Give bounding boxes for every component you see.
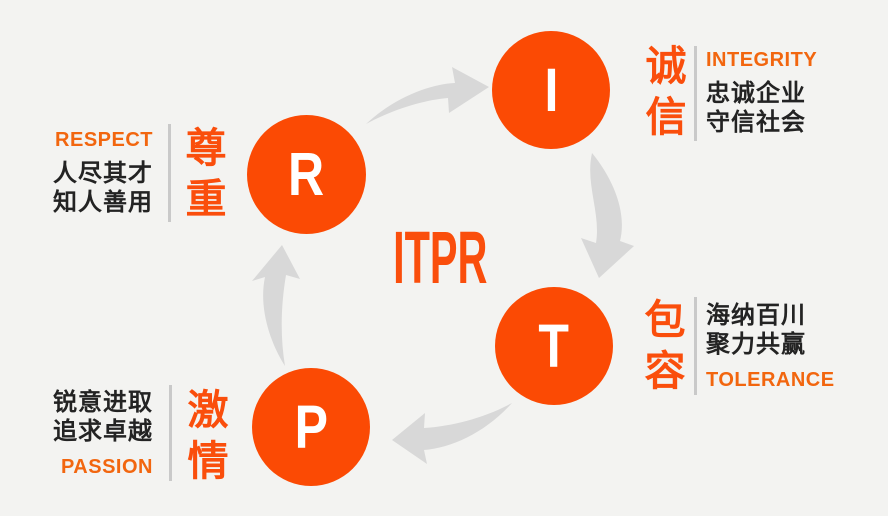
- arrow-respect-to-integrity-icon: [366, 67, 489, 124]
- passion-line-2: 追求卓越: [53, 418, 153, 445]
- diagram-title-text: ITPR: [392, 216, 488, 299]
- integrity-cn-label: 诚信: [639, 44, 685, 146]
- node-circle-passion: P: [252, 368, 370, 486]
- passion-divider: [169, 385, 172, 481]
- arrow-passion-to-respect-icon: [252, 245, 300, 366]
- passion-cn-label: 激情: [181, 388, 227, 490]
- respect-line-2: 知人善用: [53, 189, 153, 216]
- node-letter-integrity: I: [544, 55, 558, 124]
- node-circle-tolerance: T: [495, 287, 613, 405]
- respect-heading: RESPECT: [55, 129, 153, 151]
- diagram-title: ITPR: [358, 216, 522, 299]
- node-letter-passion: P: [294, 392, 328, 461]
- tolerance-heading: TOLERANCE: [706, 369, 835, 391]
- passion-line-1: 锐意进取: [53, 389, 153, 416]
- node-circle-integrity: I: [492, 31, 610, 149]
- tolerance-divider: [694, 297, 697, 395]
- respect-line-1: 人尽其才: [53, 160, 153, 187]
- node-letter-tolerance: T: [538, 311, 570, 380]
- arrow-tolerance-to-passion-icon: [392, 403, 512, 464]
- tolerance-line-1: 海纳百川: [706, 302, 806, 329]
- integrity-line-1: 忠诚企业: [706, 80, 806, 107]
- respect-divider: [168, 124, 171, 222]
- arrow-integrity-to-tolerance-icon: [581, 153, 634, 278]
- node-letter-respect: R: [288, 140, 325, 208]
- integrity-divider: [694, 46, 697, 141]
- passion-text-block: 锐意进取 追求卓越 PASSION: [28, 388, 153, 479]
- integrity-text-block: INTEGRITY 忠诚企业 守信社会: [706, 48, 881, 137]
- respect-cn-label: 尊重: [179, 126, 225, 228]
- integrity-heading: INTEGRITY: [706, 49, 818, 71]
- integrity-line-2: 守信社会: [706, 109, 806, 136]
- tolerance-text-block: 海纳百川 聚力共赢 TOLERANCE: [706, 301, 881, 392]
- passion-heading: PASSION: [60, 456, 153, 478]
- respect-text-block: RESPECT 人尽其才 知人善用: [28, 128, 153, 217]
- tolerance-cn-label: 包容: [638, 298, 684, 400]
- node-circle-respect: R: [247, 115, 366, 234]
- tolerance-line-2: 聚力共赢: [706, 331, 806, 358]
